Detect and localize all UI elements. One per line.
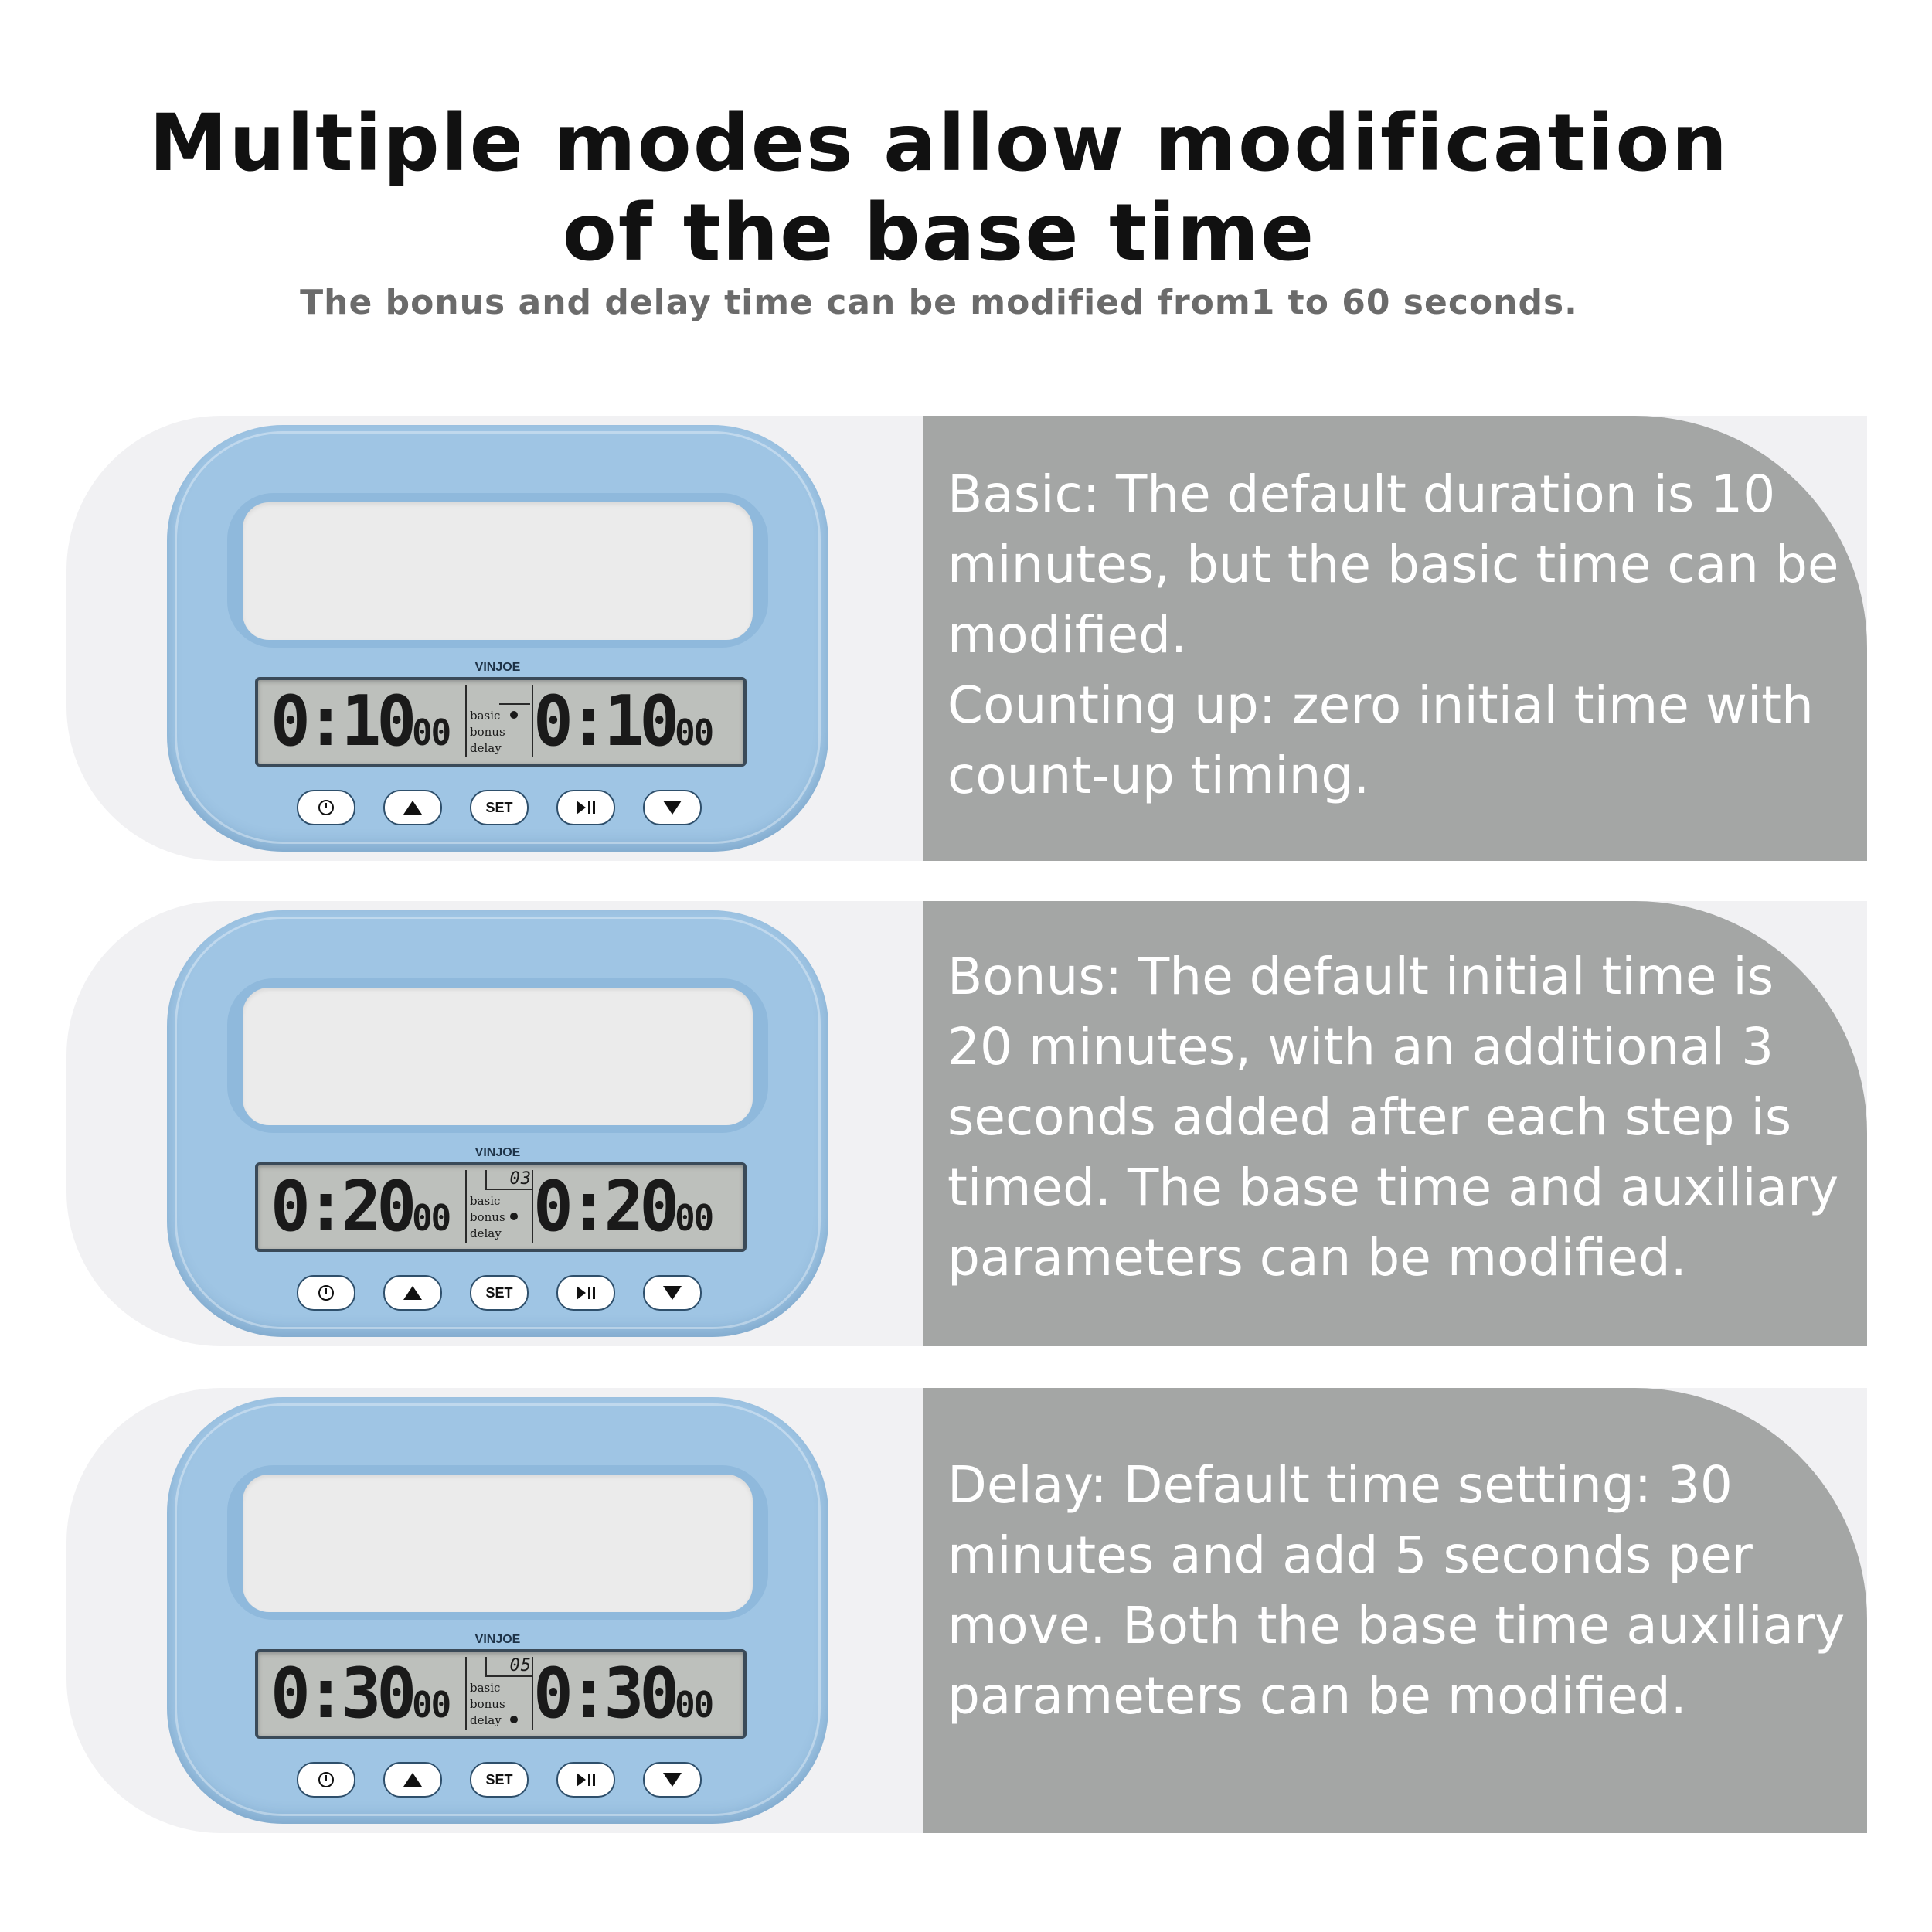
mode-basic: basic	[470, 708, 518, 724]
play-pause-button[interactable]	[556, 1275, 615, 1311]
mode-list: basic bonus delay	[470, 1680, 518, 1729]
mode-delay: delay	[470, 1226, 502, 1240]
right-timer-seconds: 00	[675, 1685, 714, 1726]
left-timer: 0:3000	[270, 1653, 451, 1743]
page-subtitle: The bonus and delay time can be modified…	[300, 283, 1578, 322]
left-timer-main: 0:10	[270, 681, 417, 763]
aux-value	[499, 685, 530, 705]
chess-clock-device: VINJOE 0:3000 05 basic bonus delay 0:300…	[167, 1397, 828, 1824]
mode-list: basic bonus delay	[470, 708, 518, 757]
clock-icon	[318, 1772, 334, 1787]
left-timer: 0:2000	[270, 1166, 451, 1256]
aux-value: 03	[485, 1170, 532, 1190]
right-timer-main: 0:10	[533, 681, 679, 763]
mode-panel-basic: VINJOE 0:1000 basic bonus delay 0:1000 S…	[66, 416, 1867, 861]
description-text: Delay: Default time setting: 30 minutes …	[947, 1455, 1845, 1726]
clock-icon	[318, 800, 334, 815]
mode-bonus: bonus	[470, 1697, 505, 1711]
mode-bonus: bonus	[470, 1209, 518, 1226]
down-arrow-icon	[663, 801, 682, 815]
mode-basic: basic	[470, 1194, 501, 1208]
lcd-display: 0:1000 basic bonus delay 0:1000	[255, 677, 747, 767]
down-button[interactable]	[643, 1762, 702, 1798]
mode-delay: delay	[470, 1713, 518, 1729]
mode-panel-bonus: VINJOE 0:2000 03 basic bonus delay 0:200…	[66, 901, 1867, 1346]
title-line-1: Multiple modes allow modification	[148, 97, 1730, 189]
brand-label: VINJOE	[474, 661, 521, 674]
active-mode-dot	[509, 1213, 518, 1220]
right-timer-seconds: 00	[675, 713, 714, 754]
brand-label: VINJOE	[474, 1146, 521, 1159]
mode-list: basic bonus delay	[470, 1193, 518, 1242]
mode-indicator: basic bonus delay	[465, 685, 533, 757]
mode-bonus: bonus	[470, 725, 505, 739]
right-timer-seconds: 00	[675, 1198, 714, 1240]
play-pause-button[interactable]	[556, 790, 615, 825]
right-timer: 0:3000	[533, 1653, 714, 1743]
aux-value: 05	[485, 1657, 532, 1677]
description-text: Bonus: The default initial time is 20 mi…	[947, 947, 1839, 1287]
up-button[interactable]	[383, 1762, 442, 1798]
right-timer: 0:1000	[533, 681, 714, 770]
chess-clock-device: VINJOE 0:1000 basic bonus delay 0:1000 S…	[167, 425, 828, 852]
play-pause-icon	[577, 1286, 595, 1300]
active-mode-dot	[509, 1716, 518, 1723]
left-timer: 0:1000	[270, 681, 451, 770]
play-pause-icon	[577, 801, 595, 815]
mode-panel-delay: VINJOE 0:3000 05 basic bonus delay 0:300…	[66, 1388, 1867, 1833]
right-timer-main: 0:30	[533, 1653, 679, 1735]
set-button[interactable]: SET	[470, 1762, 529, 1798]
up-button[interactable]	[383, 1275, 442, 1311]
mode-indicator: 03 basic bonus delay	[465, 1170, 533, 1243]
description-text: Basic: The default duration is 10 minute…	[947, 464, 1839, 805]
up-button[interactable]	[383, 790, 442, 825]
clock-button[interactable]	[297, 1762, 355, 1798]
top-window	[243, 1475, 753, 1612]
set-button[interactable]: SET	[470, 790, 529, 825]
mode-basic: basic	[470, 1681, 501, 1695]
mode-indicator: 05 basic bonus delay	[465, 1657, 533, 1730]
down-arrow-icon	[663, 1773, 682, 1787]
left-timer-seconds: 00	[412, 1198, 451, 1240]
lcd-display: 0:2000 03 basic bonus delay 0:2000	[255, 1162, 747, 1252]
description-box: Delay: Default time setting: 30 minutes …	[923, 1388, 1867, 1833]
play-pause-button[interactable]	[556, 1762, 615, 1798]
description-box: Bonus: The default initial time is 20 mi…	[923, 901, 1867, 1346]
up-arrow-icon	[403, 1286, 422, 1300]
page-title: Multiple modes allow modification of the…	[0, 99, 1878, 278]
set-button[interactable]: SET	[470, 1275, 529, 1311]
up-arrow-icon	[403, 801, 422, 815]
up-arrow-icon	[403, 1773, 422, 1787]
lcd-display: 0:3000 05 basic bonus delay 0:3000	[255, 1649, 747, 1739]
right-timer: 0:2000	[533, 1166, 714, 1256]
chess-clock-device: VINJOE 0:2000 03 basic bonus delay 0:200…	[167, 910, 828, 1337]
down-arrow-icon	[663, 1286, 682, 1300]
down-button[interactable]	[643, 790, 702, 825]
right-timer-main: 0:20	[533, 1166, 679, 1248]
top-window	[243, 988, 753, 1125]
play-pause-icon	[577, 1773, 595, 1787]
active-mode-dot	[509, 711, 518, 719]
left-timer-main: 0:20	[270, 1166, 417, 1248]
clock-button[interactable]	[297, 790, 355, 825]
clock-icon	[318, 1285, 334, 1301]
brand-label: VINJOE	[474, 1633, 521, 1646]
top-window	[243, 502, 753, 640]
clock-button[interactable]	[297, 1275, 355, 1311]
down-button[interactable]	[643, 1275, 702, 1311]
left-timer-seconds: 00	[412, 713, 451, 754]
left-timer-seconds: 00	[412, 1685, 451, 1726]
mode-delay: delay	[470, 741, 502, 755]
description-box: Basic: The default duration is 10 minute…	[923, 416, 1867, 861]
title-line-2: of the base time	[562, 187, 1316, 279]
left-timer-main: 0:30	[270, 1653, 417, 1735]
